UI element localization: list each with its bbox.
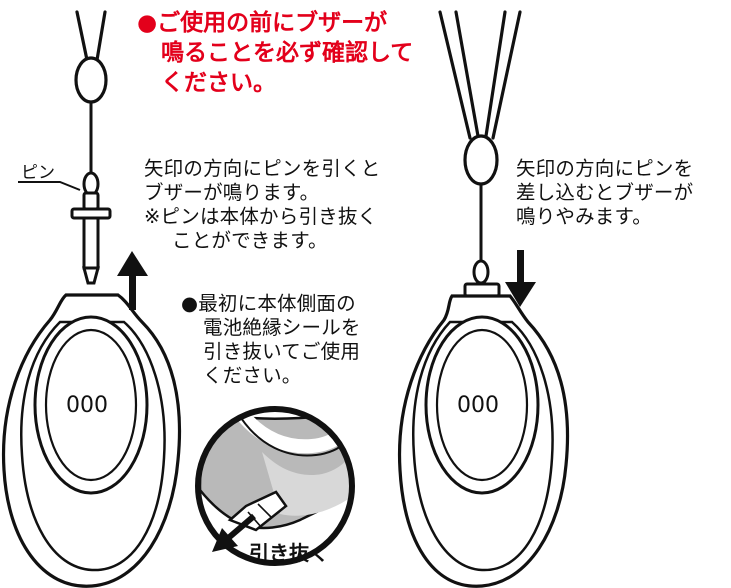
first-use-line-3: 引き抜いてご使用 <box>203 340 361 363</box>
insert-pin-line-3: 鳴りやみます。 <box>516 205 652 228</box>
pull-pin-line-3: ※ピンは本体から引き抜く <box>144 205 378 228</box>
warning-line-2: 鳴ることを必ず確認して <box>161 40 414 66</box>
insert-pin-line-1: 矢印の方向にピンを <box>516 157 694 180</box>
warning-line-1: ご使用の前にブザーが <box>157 10 388 36</box>
first-use-line-1: ●最初に本体側面の <box>181 292 356 315</box>
pull-pin-line-2: ブザーが鳴ります。 <box>144 181 320 204</box>
left-buzzer-face <box>33 315 149 495</box>
pin-label-leader <box>18 181 81 191</box>
pull-pin-line-4: ことができます。 <box>172 229 328 252</box>
left-buzzer-face-inner <box>44 328 138 482</box>
right-strap <box>438 10 522 140</box>
pull-out-label: 引き抜く <box>249 541 329 565</box>
first-use-note: ●最初に本体側面の 電池絶縁シールを 引き抜いてご使用 ください。 <box>181 292 361 388</box>
right-buzzer-face-inner <box>435 328 529 482</box>
right-buzzer-face <box>424 315 540 495</box>
insert-pin-instruction: 矢印の方向にピンを 差し込むとブザーが 鳴りやみます。 <box>516 157 693 229</box>
warning-line-3: ください。 <box>161 70 276 96</box>
left-strap-loop <box>74 56 108 104</box>
right-buzzer-device: 000 <box>397 10 570 588</box>
pin <box>70 191 112 285</box>
insert-pin-line-2: 差し込むとブザーが <box>516 181 694 204</box>
zoom-circle-outline <box>195 406 355 566</box>
first-use-line-4: ください。 <box>203 364 302 387</box>
up-arrow-icon <box>117 251 148 310</box>
pull-out-arrow-icon <box>212 513 256 552</box>
first-use-line-2: 電池絶縁シールを <box>203 316 361 339</box>
down-arrow-icon <box>505 250 536 307</box>
warning-message: ●ご使用の前にブザーが 鳴ることを必ず確認して ください。 <box>137 8 413 98</box>
insulation-seal <box>227 490 288 532</box>
warning-bullet: ● <box>137 10 158 36</box>
left-buzzer-device: 000 <box>1 10 182 588</box>
left-strap <box>75 10 107 62</box>
right-pin-ring <box>472 259 490 285</box>
left-buzzer-face-dots: 000 <box>66 393 108 418</box>
right-pin-head <box>463 282 501 298</box>
right-buzzer-face-dots: 000 <box>457 393 499 418</box>
pin-label: ピン <box>21 163 55 183</box>
left-buzzer-inner-rim <box>20 320 166 572</box>
pull-pin-line-1: 矢印の方向にピンを引くと <box>144 157 381 180</box>
pull-pin-instruction: 矢印の方向にピンを引くと ブザーが鳴ります。 ※ピンは本体から引き抜く ことがで… <box>144 157 380 253</box>
right-strap-loop <box>463 134 499 186</box>
right-buzzer-inner-rim <box>412 320 554 572</box>
battery-seal-detail <box>195 406 355 566</box>
